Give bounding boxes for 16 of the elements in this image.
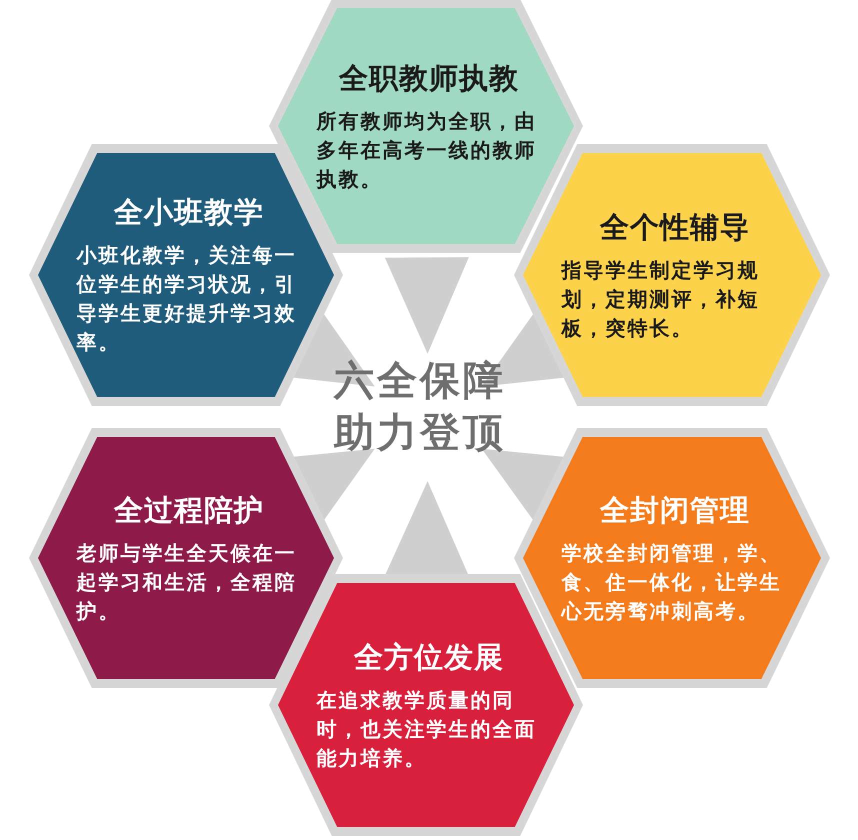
center-heading: 六全保障助力登顶 [332, 357, 507, 458]
hexagon-text: 在追求教学质量的同时，也关注学生的全面能力培养。 [316, 686, 538, 772]
hexagon-title: 全封闭管理 [598, 492, 751, 528]
hexagon [278, 8, 574, 244]
hexagon [38, 437, 334, 679]
hexagon-title: 全个性辅导 [598, 208, 751, 246]
hexagon-text: 所有教师均为全职，由多年在高考一线的教师执教。 [316, 108, 538, 192]
hexagon-text: 小班化教学，关注每一位学生的学习状况，引导学生更好提升学习效率。 [76, 242, 298, 356]
hexagon-text: 指导学生制定学习规划，定期测评，补短板，突特长。 [562, 256, 761, 342]
hexagon-title: 全方位发展 [352, 638, 505, 676]
hexagon-title: 全过程陪护 [112, 492, 265, 528]
hexagon [523, 437, 821, 679]
hexagon-text: 老师与学生全天候在一起学习和生活，全程陪护。 [76, 540, 298, 624]
hexagon-text: 学校全封闭管理，学、食、住一体化，让学生心无旁骛冲刺高考。 [562, 540, 783, 624]
hexagon-title: 全小班教学 [112, 194, 265, 231]
hexagon-title: 全职教师执教 [338, 60, 520, 96]
